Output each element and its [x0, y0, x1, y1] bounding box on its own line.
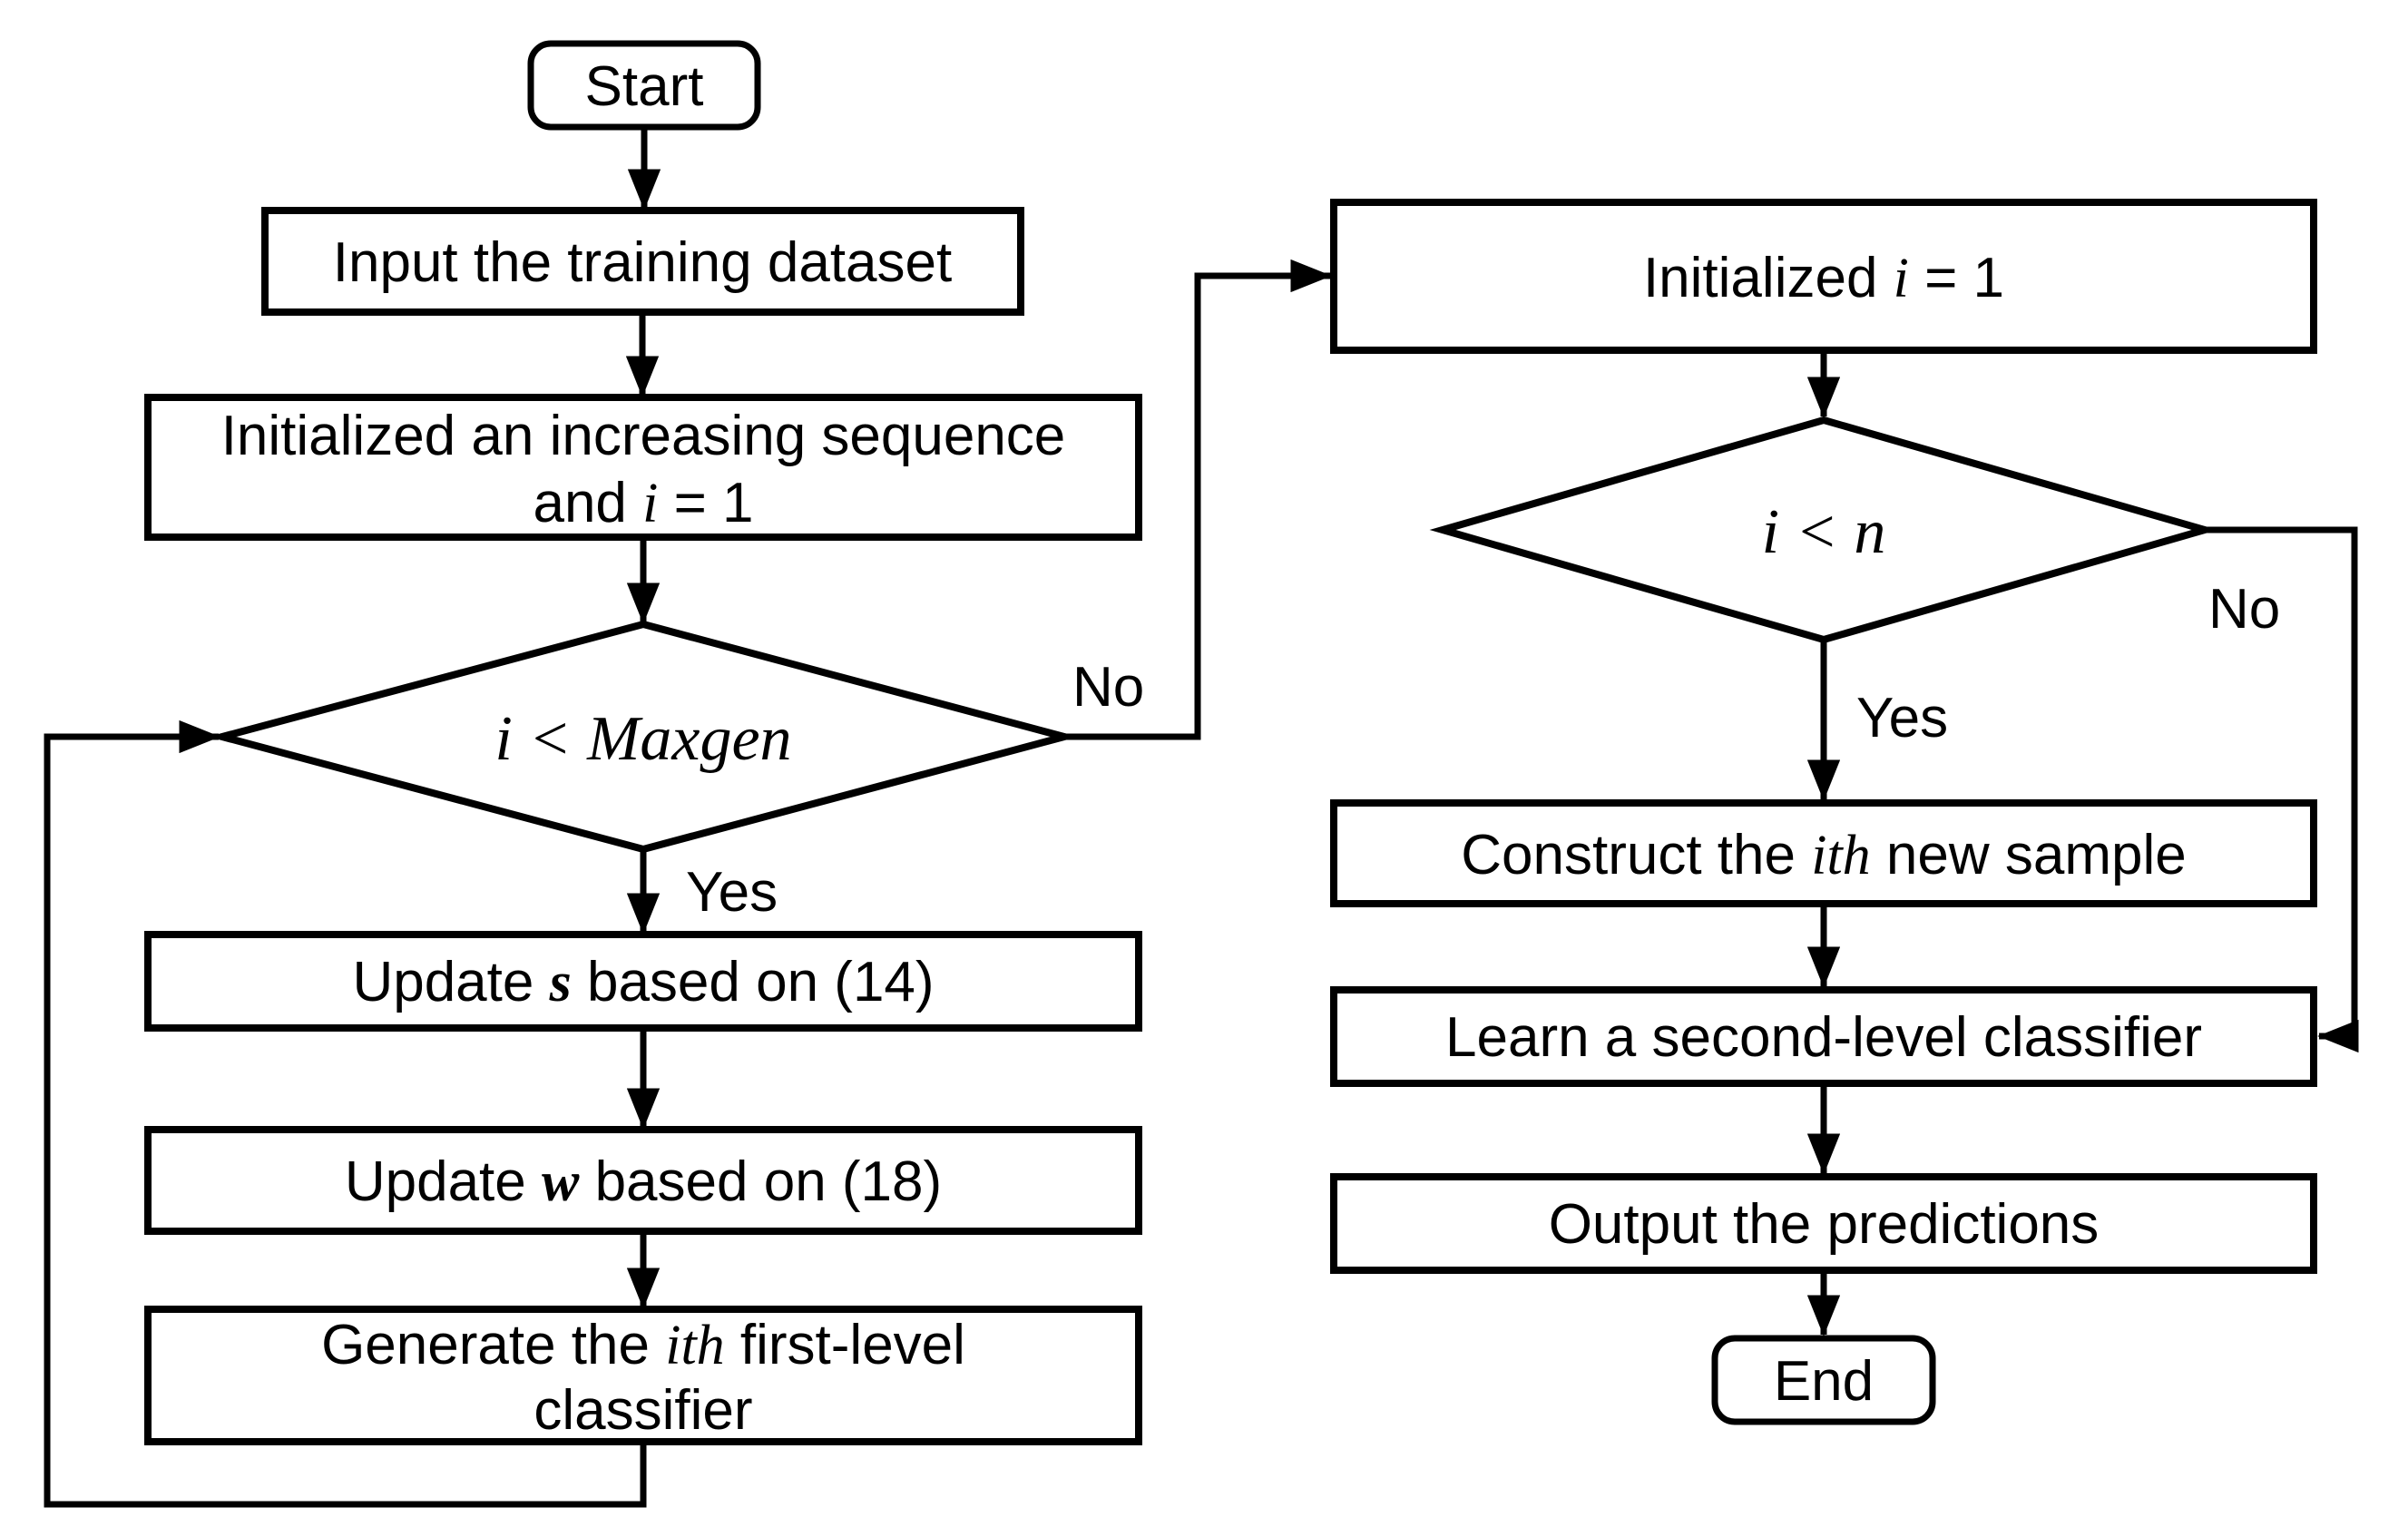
construct-sample-var: ith — [1811, 825, 1870, 886]
learn-classifier-label: Learn a second-level classifier — [1445, 1006, 2202, 1069]
node-learn-classifier: Learn a second-level classifier — [1330, 986, 2317, 1087]
generate-classifier-shape — [144, 1306, 1142, 1445]
node-update-w: Update w based on (18) — [144, 1126, 1142, 1235]
init-i-var: i — [1894, 248, 1909, 309]
branch-labels: Yes No Yes No — [686, 578, 2280, 924]
start-label: Start — [585, 55, 704, 118]
maxgen-decision-shape — [208, 620, 1079, 854]
edges — [44, 127, 2359, 1508]
update-w-label: Update w based on (18) — [345, 1150, 942, 1213]
generate-classifier-pre: Generate the — [321, 1314, 665, 1376]
init-i-pre: Initialized — [1643, 247, 1894, 309]
node-input-dataset: Input the training dataset — [261, 207, 1024, 316]
edge-generate-loop-to-maxgen-decision — [44, 719, 647, 1508]
n-decision-shape — [1429, 416, 2218, 644]
update-s-label: Update s based on (14) — [352, 951, 934, 1013]
maxgen-decision-label: i < Maxgen — [494, 704, 791, 774]
init-i-label: Initialized i = 1 — [1643, 247, 2004, 309]
init-i-post: = 1 — [1909, 247, 2004, 309]
update-s-shape — [144, 931, 1142, 1032]
init-sequence-line2-pre: and — [533, 472, 642, 534]
init-sequence-line2: and i = 1 — [533, 472, 753, 534]
end-terminal-shape — [1711, 1335, 1936, 1425]
construct-sample-label: Construct the ith new sample — [1461, 824, 2186, 886]
init-sequence-shape — [144, 394, 1142, 541]
input-dataset-shape — [261, 207, 1024, 316]
construct-sample-post: new sample — [1871, 824, 2187, 886]
node-construct-sample: Construct the ith new sample — [1330, 799, 2317, 907]
init-sequence-line2-post: = 1 — [658, 472, 753, 534]
update-w-pre: Update — [345, 1150, 542, 1213]
start-terminal-shape — [527, 40, 761, 131]
update-s-var: s — [549, 952, 572, 1013]
node-end: End — [1711, 1335, 1936, 1425]
update-s-pre: Update — [352, 951, 549, 1013]
node-n-decision: i < n — [1429, 416, 2218, 644]
output-predictions-shape — [1330, 1173, 2317, 1274]
update-w-post: based on (18) — [579, 1150, 942, 1213]
node-init-i: Initialized i = 1 — [1330, 199, 2317, 354]
output-predictions-label: Output the predictions — [1549, 1193, 2100, 1256]
update-s-post: based on (14) — [572, 951, 935, 1013]
node-init-sequence: Initialized an increasing sequence and i… — [144, 394, 1142, 541]
n-yes-label: Yes — [1856, 687, 1948, 749]
update-w-shape — [144, 1126, 1142, 1235]
init-sequence-line2-var: i — [642, 473, 658, 534]
node-start: Start — [527, 40, 761, 131]
generate-classifier-line2: classifier — [533, 1379, 752, 1442]
generate-classifier-post: first-level — [725, 1314, 965, 1376]
learn-classifier-shape — [1330, 986, 2317, 1087]
maxgen-no-label: No — [1072, 656, 1144, 719]
edge-maxgen-no-to-init-i — [1064, 259, 1332, 740]
n-no-label: No — [2208, 578, 2280, 641]
generate-classifier-var: ith — [665, 1315, 724, 1376]
maxgen-yes-label: Yes — [686, 861, 778, 924]
n-decision-label: i < n — [1762, 497, 1886, 567]
input-dataset-label: Input the training dataset — [333, 231, 952, 294]
init-sequence-line1: Initialized an increasing sequence — [221, 405, 1066, 467]
node-update-s: Update s based on (14) — [144, 931, 1142, 1032]
generate-classifier-line1: Generate the ith first-level — [321, 1314, 965, 1376]
node-generate-classifier: Generate the ith first-level classifier — [144, 1306, 1142, 1445]
end-label: End — [1774, 1350, 1874, 1413]
init-i-shape — [1330, 199, 2317, 354]
node-output-predictions: Output the predictions — [1330, 1173, 2317, 1274]
update-w-var: w — [542, 1151, 580, 1213]
construct-sample-pre: Construct the — [1461, 824, 1811, 886]
edge-n-no-to-learn — [2205, 526, 2359, 1053]
node-maxgen-decision: i < Maxgen — [208, 620, 1079, 854]
construct-sample-shape — [1330, 799, 2317, 907]
